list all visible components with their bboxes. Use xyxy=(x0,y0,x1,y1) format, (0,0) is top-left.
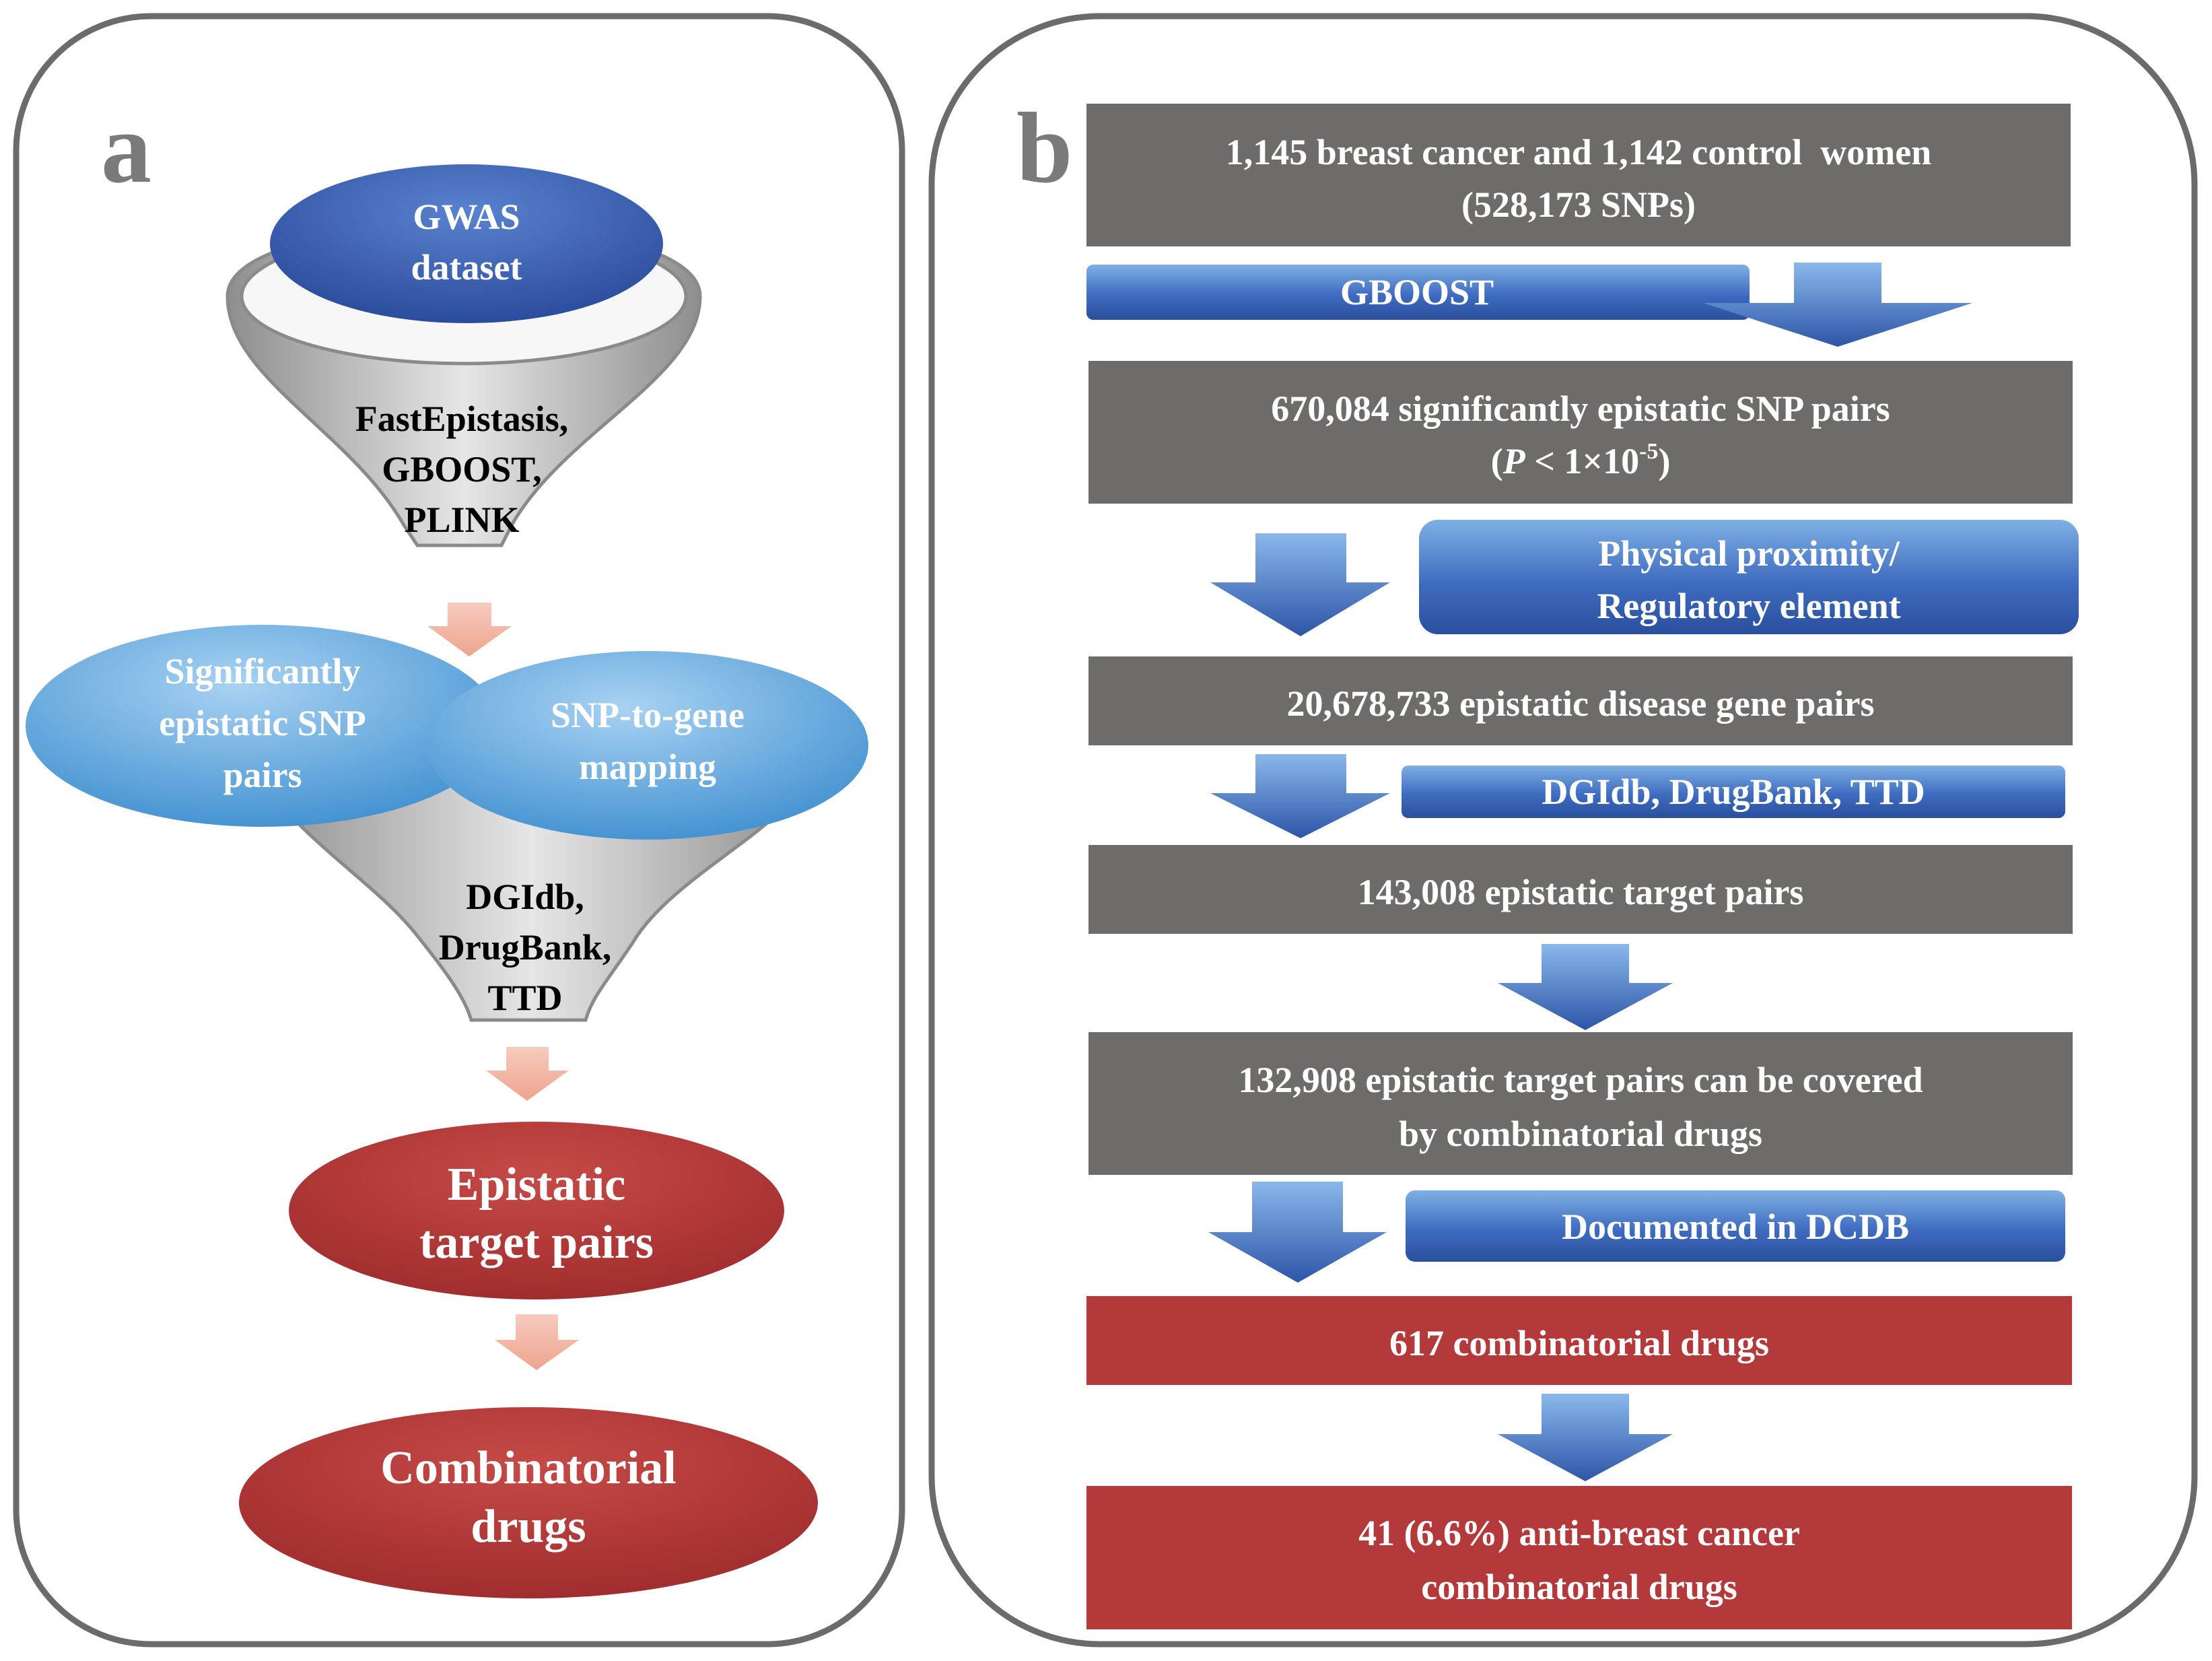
covered-pairs-line1: 132,908 epistatic target pairs can be co… xyxy=(1238,1060,1923,1100)
funnel1-method-line3: PLINK xyxy=(404,500,519,540)
snp-pairs-line3: pairs xyxy=(223,755,302,795)
p-value-threshold: (P < 1×10-5) xyxy=(1491,439,1671,481)
snp-to-gene-line1: SNP-to-gene xyxy=(551,695,745,735)
proximity-line1: Physical proximity/ xyxy=(1598,533,1900,574)
cohort-box xyxy=(1086,104,2071,246)
combinatorial-drugs-box xyxy=(1086,1296,2072,1385)
target-pairs-box xyxy=(1088,845,2073,934)
drugs-line2: drugs xyxy=(471,1501,586,1553)
blue-arrow-2 xyxy=(1210,533,1390,636)
epistatic-target-pairs-node xyxy=(289,1122,784,1299)
snp-pairs-node xyxy=(26,625,499,827)
gboost-method-bar xyxy=(1086,265,1750,320)
funnel2-method-line1: DGIdb, xyxy=(466,877,584,917)
target-pairs-text: 143,008 epistatic target pairs xyxy=(1358,872,1804,912)
pink-arrow-1 xyxy=(427,603,512,656)
panel-a-label: a xyxy=(101,92,151,204)
snp-to-gene-line2: mapping xyxy=(579,747,716,787)
blue-arrow-1 xyxy=(1703,263,1972,347)
dcdb-method-bar xyxy=(1406,1190,2065,1262)
cohort-line1: 1,145 breast cancer and 1,142 control wo… xyxy=(1226,132,1931,172)
pink-arrow-3 xyxy=(495,1314,579,1370)
disease-gene-pairs-box xyxy=(1088,656,2073,745)
combinatorial-drugs-text: 617 combinatorial drugs xyxy=(1389,1323,1769,1363)
anti-breast-cancer-line2: combinatorial drugs xyxy=(1421,1567,1737,1607)
anti-breast-cancer-line1: 41 (6.6%) anti-breast cancer xyxy=(1358,1513,1800,1553)
funnel2-method-line2: DrugBank, xyxy=(439,927,612,968)
gwas-label-line2: dataset xyxy=(411,247,522,287)
dcdb-label: Documented in DCDB xyxy=(1562,1207,1909,1247)
covered-pairs-box xyxy=(1088,1032,2073,1175)
drugs-line1: Combinatorial xyxy=(380,1442,676,1494)
snp-pairs-line1: Significantly xyxy=(164,651,360,691)
anti-breast-cancer-box xyxy=(1086,1486,2072,1629)
panel-b-label: b xyxy=(1016,92,1072,204)
combinatorial-drugs-node xyxy=(239,1407,818,1598)
target-pairs-line1: Epistatic xyxy=(448,1159,625,1211)
target-pairs-line2: target pairs xyxy=(419,1217,654,1268)
snp-pairs-line2: epistatic SNP xyxy=(159,703,366,743)
funnel2-method-line3: TTD xyxy=(487,978,562,1018)
funnel1-method-line1: FastEpistasis, xyxy=(355,399,569,439)
snp-to-gene-node xyxy=(427,651,868,840)
covered-pairs-line2: by combinatorial drugs xyxy=(1399,1114,1762,1154)
blue-arrow-5 xyxy=(1208,1182,1387,1283)
snp-pairs-count: 670,084 significantly epistatic SNP pair… xyxy=(1271,388,1890,429)
gwas-label-line1: GWAS xyxy=(413,197,520,237)
snp-pairs-box xyxy=(1088,361,2073,504)
proximity-method-bar xyxy=(1419,520,2079,634)
cohort-line2: (528,173 SNPs) xyxy=(1461,184,1696,225)
disease-gene-pairs-text: 20,678,733 epistatic disease gene pairs xyxy=(1287,683,1875,724)
proximity-line2: Regulatory element xyxy=(1597,586,1900,626)
dgidb-method-bar xyxy=(1402,766,2065,818)
gwas-dataset-node xyxy=(270,164,663,323)
pink-arrow-2 xyxy=(486,1047,569,1101)
blue-arrow-6 xyxy=(1498,1394,1673,1481)
blue-arrow-3 xyxy=(1210,754,1390,838)
dgidb-label: DGIdb, DrugBank, TTD xyxy=(1542,772,1925,812)
blue-arrow-4 xyxy=(1498,944,1673,1030)
funnel1-method-line2: GBOOST, xyxy=(382,449,542,489)
gboost-label: GBOOST xyxy=(1340,272,1494,312)
